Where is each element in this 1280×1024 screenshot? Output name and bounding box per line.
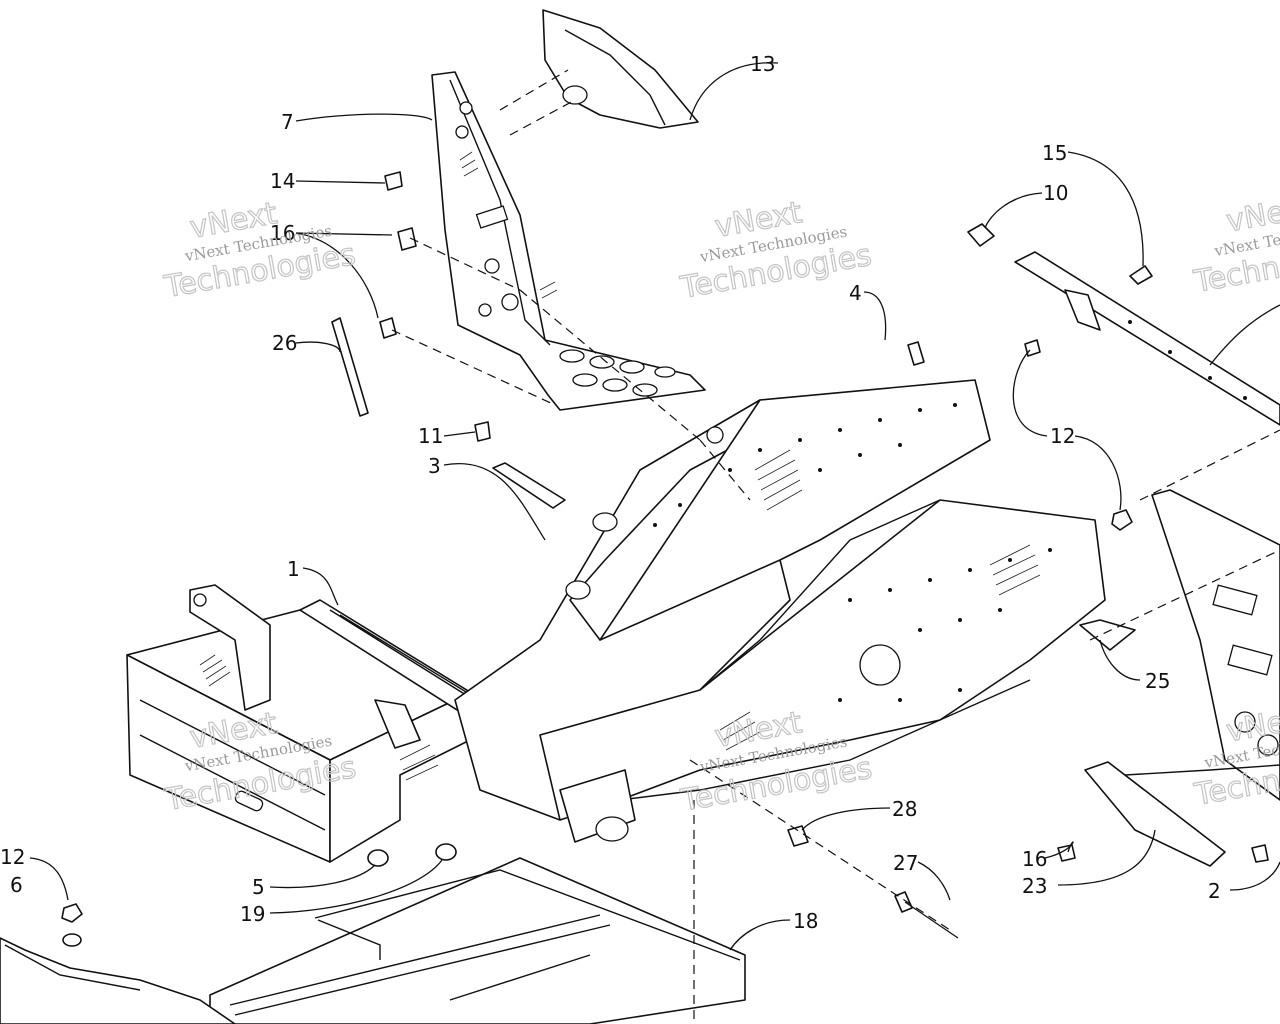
knee-pad	[542, 9, 699, 129]
watermark-right-top: vNext vNext Technologies Technologies	[1190, 189, 1280, 301]
callout-12-left: 12	[0, 845, 25, 869]
callout-2: 2	[1208, 879, 1221, 903]
callout-15: 15	[1042, 141, 1067, 165]
callout-3: 3	[428, 454, 441, 478]
callout-4: 4	[849, 281, 862, 305]
callout-16-right: 16	[1022, 847, 1047, 871]
callout-13: 13	[750, 52, 775, 76]
callout-18: 18	[793, 909, 818, 933]
rivet-row-left	[653, 403, 957, 527]
belly-pan	[209, 857, 746, 1024]
watermark-center-top: vNext vNext Technologies Technologies	[677, 195, 875, 307]
hardware	[61, 171, 1269, 947]
callout-14: 14	[270, 169, 295, 193]
callout-25: 25	[1145, 669, 1170, 693]
callout-19: 19	[240, 902, 265, 926]
callout-1: 1	[287, 557, 300, 581]
assembly-lines	[391, 69, 1280, 1024]
callout-11: 11	[418, 424, 443, 448]
footrest-bracket	[431, 71, 706, 411]
watermark-left-top: vNext vNext Technologies Technologies	[161, 195, 359, 305]
leader-lines	[29, 62, 1280, 951]
callout-27: 27	[893, 851, 918, 875]
rivet-row-right	[838, 548, 1052, 702]
main-frame	[126, 379, 1106, 863]
callout-5: 5	[252, 875, 265, 899]
callout-6: 6	[10, 873, 23, 897]
callout-28: 28	[892, 797, 917, 821]
callout-16-left: 16	[270, 221, 295, 245]
callout-7: 7	[281, 110, 294, 134]
ski-trim	[0, 937, 236, 1024]
callout-12-right: 12	[1050, 424, 1075, 448]
shading-hatches	[199, 449, 1041, 781]
callout-26: 26	[272, 331, 297, 355]
steering-post	[967, 223, 1280, 426]
right-footrest	[1079, 489, 1280, 867]
callout-23: 23	[1022, 874, 1047, 898]
callout-10: 10	[1043, 181, 1068, 205]
callout-labels: 13 7 14 16 26 11 3 4 15 10 12 1 25 28 12…	[0, 52, 1221, 933]
